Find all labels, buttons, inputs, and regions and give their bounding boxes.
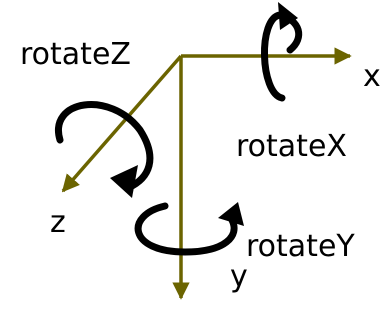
rotate-z-arrow: [55, 101, 154, 192]
rotate-y-arrowhead: [218, 202, 244, 226]
y-axis-label: y: [230, 259, 248, 294]
rotate-y-label: rotateY: [246, 229, 355, 264]
rotate-x-arrowhead: [278, 2, 298, 30]
rotate-z-label: rotateZ: [20, 37, 131, 72]
rotate-y-arrow: [134, 202, 238, 256]
rotate-x-label: rotateX: [236, 129, 347, 164]
x-axis-label: x: [363, 59, 381, 94]
z-axis-label: z: [50, 205, 66, 240]
z-axis: [61, 54, 183, 193]
rotate-z-arrowhead: [110, 165, 138, 198]
